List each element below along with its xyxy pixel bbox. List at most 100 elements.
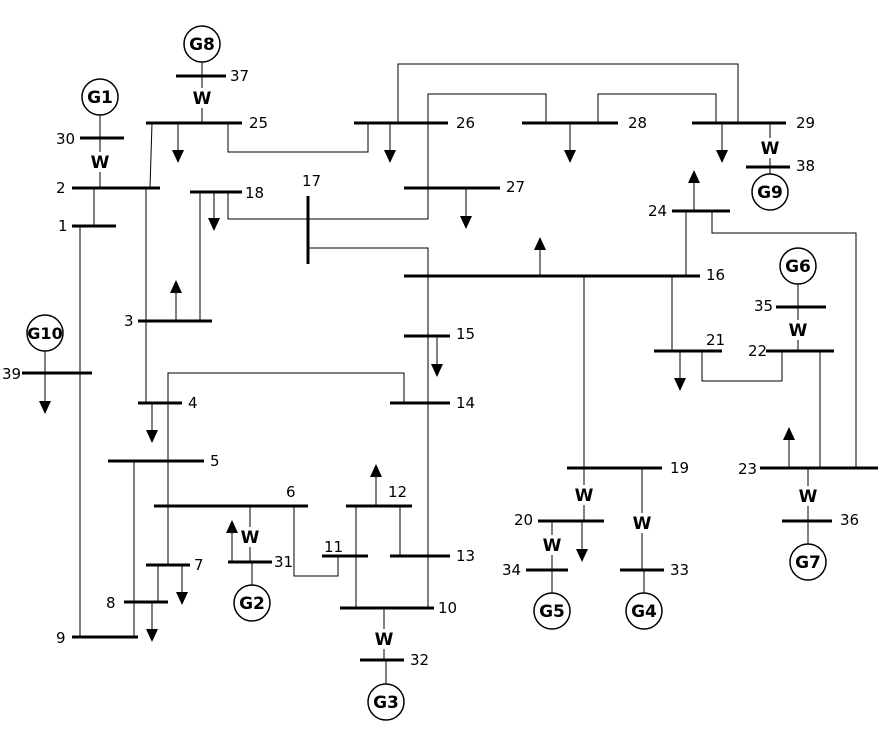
bus-label-26: 26 — [456, 114, 475, 132]
bus-label-9: 9 — [56, 629, 66, 647]
up-arrows — [170, 170, 795, 562]
bus-label-1: 1 — [58, 217, 68, 235]
bus-label-20: 20 — [514, 511, 533, 529]
bus-label-3: 3 — [124, 312, 134, 330]
bus-label-13: 13 — [456, 547, 475, 565]
bus-label-35: 35 — [754, 297, 773, 315]
generators: G1 G2 G3 G4 G5 G6 G7 G8 G9 G10 — [26, 25, 827, 721]
generator-g7-icon: G7 — [789, 543, 827, 581]
line-28-29 — [597, 93, 717, 123]
bus-label-32: 32 — [410, 651, 429, 669]
wind-marker-35: W — [789, 321, 808, 341]
line-21-22 — [701, 351, 783, 382]
bus-label-29: 29 — [796, 114, 815, 132]
load-arrow-4 — [146, 403, 158, 443]
load-arrow-20 — [576, 521, 588, 562]
wind-marker-36: W — [799, 487, 818, 507]
wind-marker-38: W — [761, 139, 780, 159]
line-4-14 — [167, 372, 405, 403]
bus-label-6: 6 — [286, 483, 296, 501]
wind-marker-37: W — [193, 89, 212, 109]
bus-label-39: 39 — [2, 365, 21, 383]
wind-marker-34: W — [543, 536, 562, 556]
up-arrow-12 — [370, 464, 382, 506]
generator-g10-icon: G10 — [26, 314, 64, 352]
load-arrow-21 — [674, 351, 686, 391]
load-arrow-28 — [564, 123, 576, 163]
bus-labels: 1 2 3 4 5 6 7 8 9 10 11 12 13 14 15 16 1… — [2, 67, 859, 669]
line-2-25 — [149, 122, 153, 189]
bus-label-16: 16 — [706, 266, 725, 284]
bus-label-36: 36 — [840, 511, 859, 529]
bus-label-17: 17 — [302, 172, 321, 190]
svg-text:G2: G2 — [239, 594, 265, 614]
generator-g4-icon: G4 — [625, 592, 663, 630]
svg-text:G6: G6 — [785, 257, 811, 277]
load-arrow-27 — [460, 188, 472, 229]
bus-label-33: 33 — [670, 561, 689, 579]
bus-label-23: 23 — [738, 460, 757, 478]
svg-text:G1: G1 — [87, 88, 113, 108]
generator-g5-icon: G5 — [533, 592, 571, 630]
load-arrow-15 — [431, 336, 443, 377]
svg-text:G7: G7 — [795, 553, 821, 573]
bus-label-21: 21 — [706, 331, 725, 349]
bus-label-2: 2 — [56, 179, 66, 197]
bus-label-12: 12 — [388, 483, 407, 501]
up-arrow-3 — [170, 280, 182, 321]
bus-label-14: 14 — [456, 394, 475, 412]
bus-label-27: 27 — [506, 178, 525, 196]
bus-label-11: 11 — [324, 538, 343, 556]
svg-text:G10: G10 — [27, 324, 62, 343]
bus-label-31: 31 — [274, 553, 293, 571]
wind-marker-30: W — [91, 153, 110, 173]
bus-label-19: 19 — [670, 459, 689, 477]
load-arrow-18 — [208, 192, 220, 231]
wind-marker-33: W — [633, 514, 652, 534]
load-arrow-8 — [146, 602, 158, 642]
line-17-16 — [308, 247, 429, 276]
bus-label-28: 28 — [628, 114, 647, 132]
bus-label-34: 34 — [502, 561, 521, 579]
generator-g8-icon: G8 — [183, 25, 221, 63]
bus-label-22: 22 — [748, 342, 767, 360]
bus-label-30: 30 — [56, 130, 75, 148]
up-arrow-24 — [688, 170, 700, 211]
line-25-26 — [227, 123, 369, 153]
bus-label-15: 15 — [456, 325, 475, 343]
generator-g9-icon: G9 — [751, 173, 789, 211]
svg-text:G9: G9 — [757, 183, 783, 203]
svg-text:G3: G3 — [373, 693, 399, 713]
wind-marker-31: W — [241, 528, 260, 548]
load-arrow-26 — [384, 123, 396, 163]
generator-g6-icon: G6 — [779, 247, 817, 285]
line-23-24 — [711, 211, 857, 468]
load-arrow-7 — [176, 565, 188, 605]
transmission-lines — [44, 62, 857, 684]
svg-text:G8: G8 — [189, 35, 215, 55]
wind-markers: W W W W W W W W W W — [90, 88, 818, 650]
generator-g1-icon: G1 — [81, 78, 119, 116]
load-arrow-29 — [716, 123, 728, 163]
bus-label-7: 7 — [194, 556, 204, 574]
generator-g2-icon: G2 — [233, 584, 271, 622]
generator-g3-icon: G3 — [367, 683, 405, 721]
bus-label-8: 8 — [106, 594, 116, 612]
line-26-29 — [397, 63, 739, 123]
svg-text:G4: G4 — [631, 602, 657, 622]
up-arrow-23 — [783, 427, 795, 468]
bus-label-38: 38 — [796, 157, 815, 175]
load-arrow-39 — [39, 373, 51, 414]
line-17-18 — [227, 93, 547, 220]
bus-label-5: 5 — [210, 452, 220, 470]
wind-marker-32: W — [375, 630, 394, 650]
load-arrow-25 — [172, 123, 184, 163]
line-6-11 — [293, 506, 339, 577]
loads — [39, 123, 728, 642]
bus-label-25: 25 — [249, 114, 268, 132]
up-arrow-31 — [226, 520, 238, 562]
bus-label-10: 10 — [438, 599, 457, 617]
up-arrow-16 — [534, 237, 546, 276]
